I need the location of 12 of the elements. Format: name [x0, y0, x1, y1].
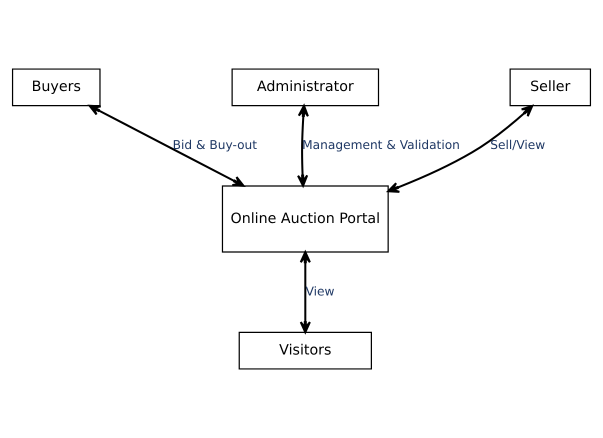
edge-label: Management & Validation — [302, 138, 460, 152]
edge-label: Bid & Buy-out — [172, 138, 258, 152]
edge-label: Sell/View — [490, 138, 546, 152]
node-box: Online Auction Portal — [222, 185, 389, 253]
node-box: Buyers — [12, 68, 101, 106]
node-box: Seller — [510, 68, 592, 106]
arrow — [300, 251, 311, 334]
arrow — [88, 104, 244, 187]
node-box: Visitors — [238, 332, 372, 370]
node-box: Administrator — [232, 68, 380, 106]
arrow — [297, 104, 309, 187]
arrow — [387, 104, 534, 193]
